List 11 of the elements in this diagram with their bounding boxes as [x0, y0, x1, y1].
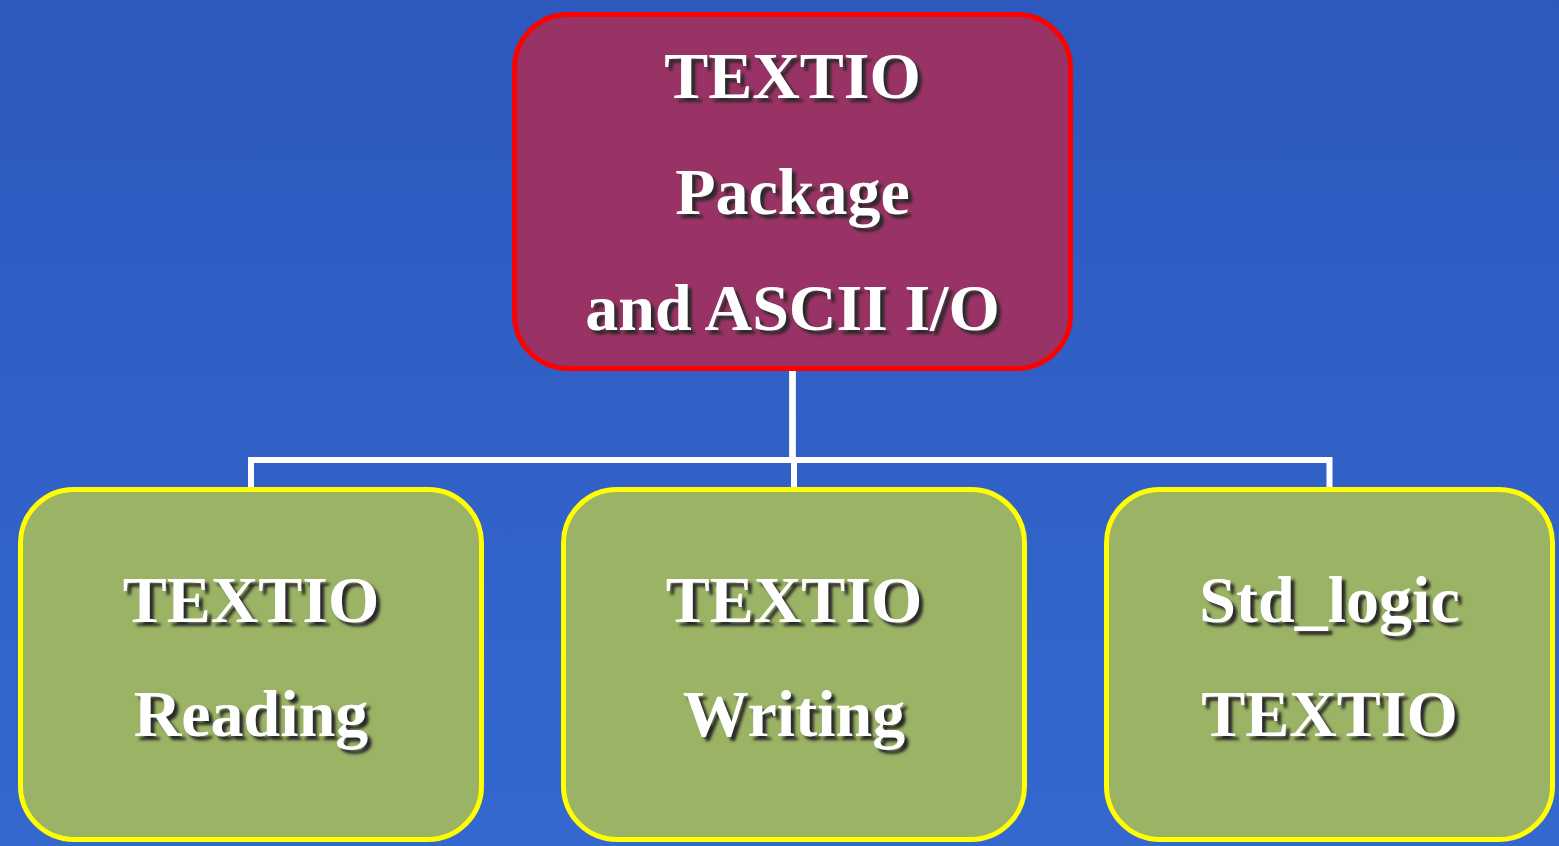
process-box: [512, 12, 1073, 371]
process-box: [18, 487, 484, 842]
box-label: and ASCII I/O: [585, 269, 1000, 346]
box-label: TEXTIO Writing: [664, 561, 924, 752]
box-label: TEXTIO: [664, 37, 921, 114]
process-box: [561, 487, 1027, 842]
box-label: Package: [675, 153, 910, 230]
process-box: [1104, 487, 1555, 842]
box-label: Std_logic TEXTIO: [1198, 561, 1461, 752]
box-label: TEXTIO Reading: [121, 561, 381, 752]
connector-line: [789, 371, 1333, 487]
